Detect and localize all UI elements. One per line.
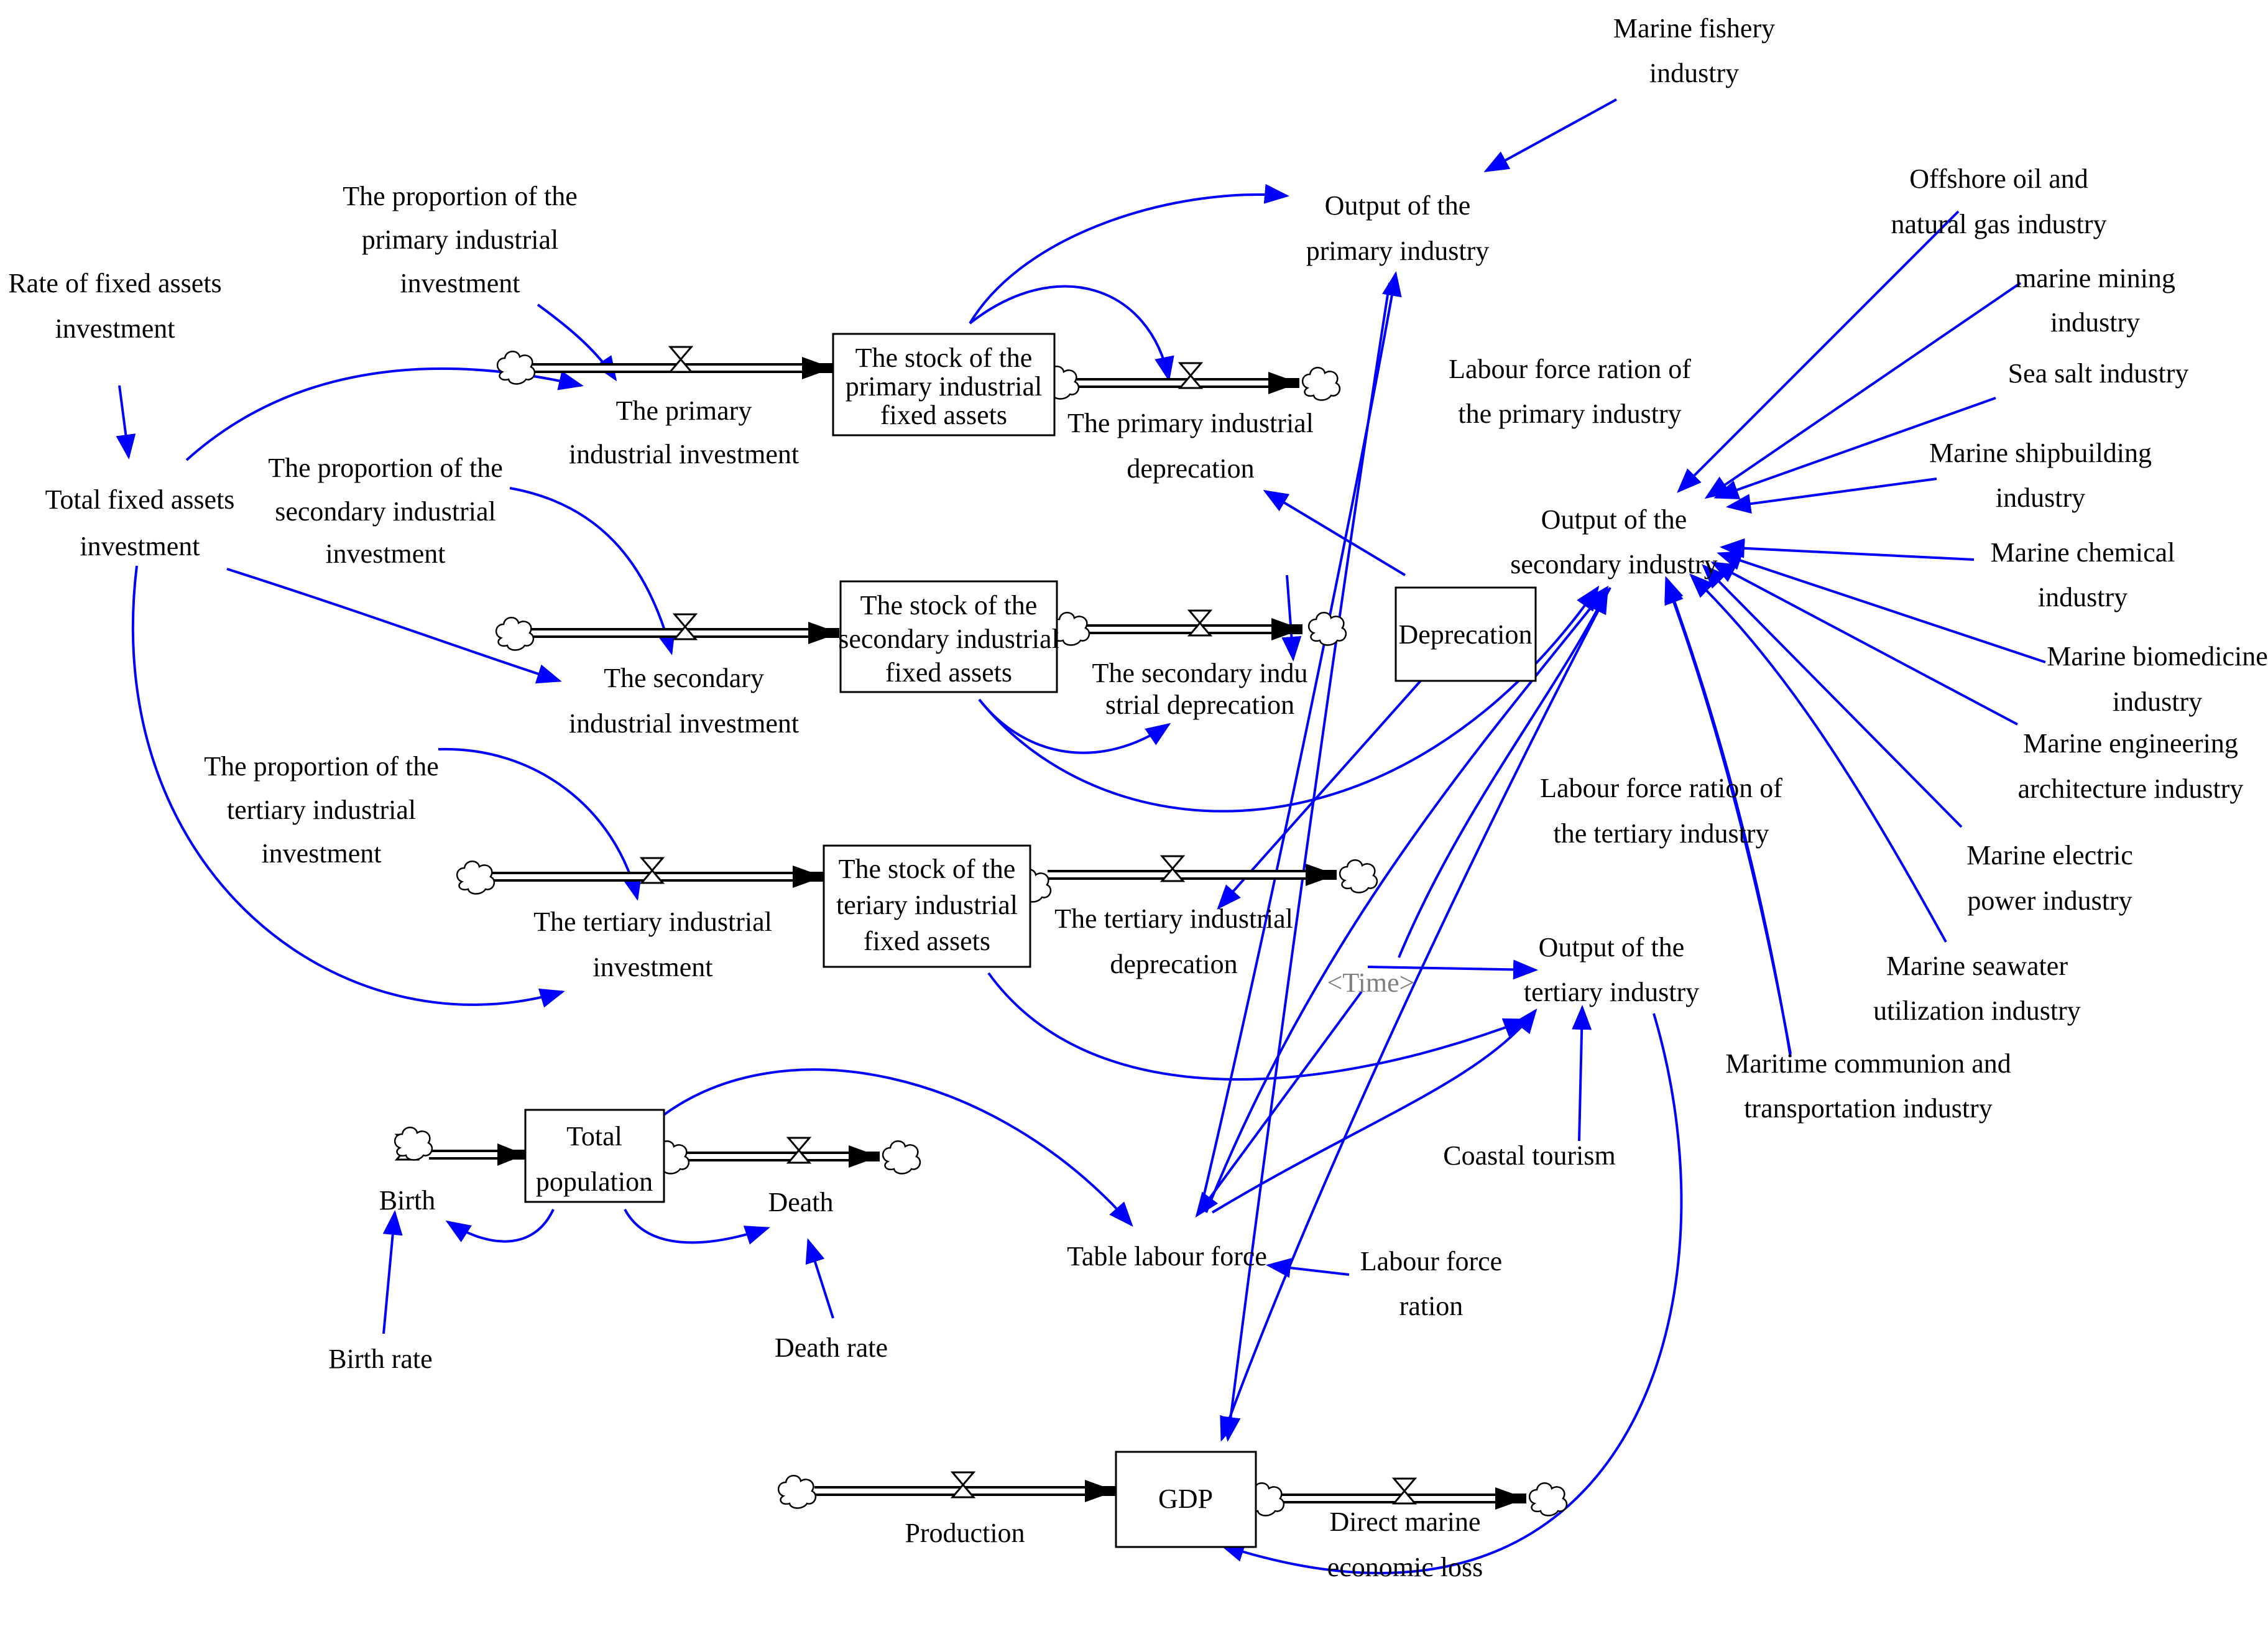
cloud-icon <box>497 351 536 385</box>
flow-production-label: Production <box>905 1518 1025 1548</box>
salt-label: Sea salt industry <box>2008 358 2189 389</box>
stock-primary-box <box>832 333 1056 436</box>
time-shadow-label: <Time> <box>1327 967 1415 998</box>
cloud-icon <box>1529 1482 1568 1517</box>
stock-gdp-box <box>1115 1451 1257 1548</box>
valve-icon <box>786 1137 812 1164</box>
cloud-icon <box>882 1140 921 1175</box>
causal-links <box>116 98 2046 1574</box>
tourism-label: Coastal tourism <box>1443 1140 1615 1171</box>
flow-death-label: Death <box>768 1187 833 1217</box>
cloud-icon <box>778 1475 817 1509</box>
cloud-icon <box>394 1127 433 1161</box>
cloud-icon <box>456 861 496 895</box>
valve-icon <box>1187 609 1213 637</box>
cloud-icon <box>1308 612 1347 646</box>
birth-rate-label: Birth rate <box>328 1344 432 1374</box>
valve-icon <box>672 613 698 640</box>
stock-tertiary-box <box>823 844 1031 968</box>
table-labour-label: Table labour force <box>1067 1241 1267 1272</box>
stock-secondary-box <box>839 580 1058 693</box>
valve-icon <box>668 346 694 373</box>
valve-icon <box>639 857 665 884</box>
valve-icon <box>1159 855 1186 882</box>
cloud-icon <box>1302 367 1341 401</box>
stock-gdp-label: GDP <box>1158 1484 1213 1514</box>
cloud-icon <box>496 617 535 651</box>
valve-icon <box>1178 362 1204 389</box>
stock-deprecation-label: Deprecation <box>1399 619 1533 650</box>
stocks <box>524 333 1537 1548</box>
valve-icon <box>950 1471 976 1498</box>
death-rate-label: Death rate <box>775 1332 888 1363</box>
cloud-icon <box>1339 859 1378 893</box>
stock-deprecation-box <box>1394 586 1537 682</box>
valve-icon <box>1391 1477 1418 1505</box>
stock-population-box <box>524 1109 665 1203</box>
cloud-icon <box>1051 612 1090 646</box>
flow-birth-label: Birth <box>379 1185 435 1216</box>
